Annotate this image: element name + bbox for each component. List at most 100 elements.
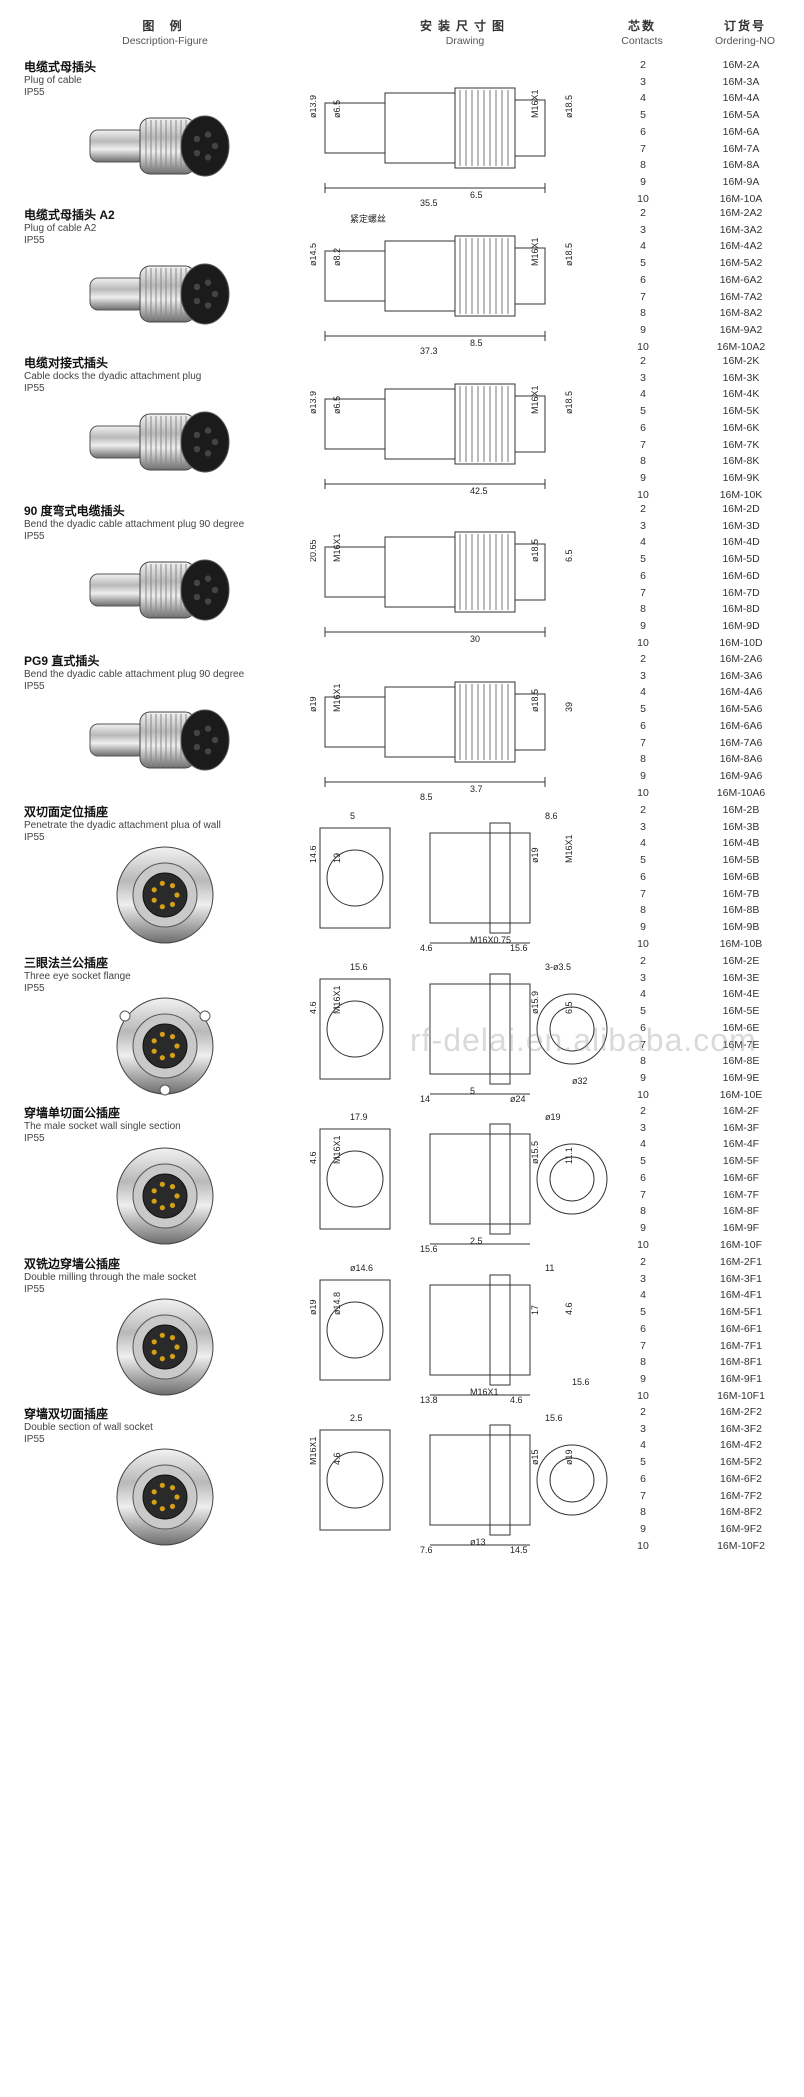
plug-body: [89, 277, 146, 311]
dimension-label: 4.6: [310, 1151, 318, 1164]
ordering-number: 16M-9F: [722, 1221, 760, 1234]
ordering-number: 16M-8F1: [719, 1356, 762, 1369]
ordering-number: 16M-6D: [722, 569, 760, 582]
ordering-number: 16M-10D: [719, 636, 763, 649]
drawing-header-zh: 安装尺寸图: [419, 19, 510, 33]
ordering-number: 16M-2A2: [719, 207, 763, 219]
section-description: Bend the dyadic cable attachment plug 90…: [24, 669, 245, 680]
contacts-count: 10: [637, 488, 649, 501]
ordering-number: 16M-4A2: [719, 240, 763, 253]
ip-rating: IP55: [24, 681, 45, 692]
connector-photo: [116, 997, 214, 1096]
ordering-number: 16M-2B: [722, 804, 760, 816]
dimension-label: ø32: [572, 1076, 588, 1086]
contacts-count: 3: [640, 371, 646, 384]
ip-rating: IP55: [24, 1133, 45, 1144]
contacts-count: 10: [637, 937, 649, 950]
dimension-label: 5: [470, 1086, 475, 1096]
contacts-count: 10: [637, 1389, 649, 1402]
contacts-count: 3: [640, 75, 646, 88]
ordering-number: 16M-8B: [722, 904, 760, 917]
ordering-number: 16M-5A2: [719, 257, 763, 270]
contacts-count: 5: [640, 854, 646, 867]
ordering-number: 16M-8A: [722, 159, 760, 172]
contacts-count: 6: [640, 1322, 646, 1335]
dimension-label: ø24: [510, 1094, 526, 1104]
dimension-label: 15.6: [350, 962, 368, 972]
ordering-number: 16M-7D: [722, 586, 760, 599]
dimension-label: 14.6: [310, 845, 318, 863]
contacts-count: 9: [640, 471, 646, 484]
ordering-number: 16M-9D: [722, 619, 760, 632]
ordering-number: 16M-10K: [719, 488, 763, 501]
contacts-count: 2: [640, 955, 646, 967]
table-row: 2 16M-2A2: [608, 202, 804, 224]
contacts-count: 7: [640, 1188, 646, 1201]
ordering-number: 16M-3A6: [719, 669, 763, 682]
contacts-count: 8: [640, 603, 646, 616]
ordering-number: 16M-6E: [722, 1021, 760, 1034]
figure-header-zh: 图 例: [142, 19, 188, 33]
ordering-number: 16M-4E: [722, 988, 760, 1001]
contacts-count: 6: [640, 1472, 646, 1485]
contacts-count: 10: [637, 1088, 649, 1101]
dimension-label: 15.6: [572, 1377, 590, 1387]
table-header: 图 例 Description-Figure 安装尺寸图 Drawing 芯数 …: [0, 0, 804, 58]
ip-rating: IP55: [24, 1434, 45, 1445]
ordering-number: 16M-8K: [722, 455, 760, 468]
section-title: 电缆对接式插头: [24, 356, 109, 370]
plug-body: [89, 129, 146, 163]
dimension-label: 19: [332, 853, 342, 863]
ordering-number: 16M-2A: [722, 59, 760, 71]
ordering-number: 16M-10A6: [716, 786, 766, 799]
ip-rating: IP55: [24, 1284, 45, 1295]
section-title: 电缆式母插头 A2: [24, 208, 115, 222]
dimension-label: 紧定螺丝: [350, 213, 386, 224]
contacts-header-zh: 芯数: [627, 19, 656, 33]
ordering-number: 16M-3D: [722, 519, 760, 532]
contacts-count: 10: [637, 786, 649, 799]
contacts-count: 2: [640, 207, 646, 219]
contacts-count: 5: [640, 1155, 646, 1168]
contacts-count: 5: [640, 1456, 646, 1469]
dimension-label: 6.5: [564, 1001, 574, 1014]
ordering-header-zh: 订货号: [723, 19, 766, 33]
contacts-count: 2: [640, 1105, 646, 1117]
drawing-column-header: 安装尺寸图 Drawing: [390, 18, 540, 48]
figure-column-header: 图 例 Description-Figure: [80, 18, 250, 48]
connector-photo: [89, 411, 230, 473]
contacts-count: 3: [640, 669, 646, 682]
contacts-count: 4: [640, 1289, 646, 1302]
section-description: Double milling through the male socket: [24, 1272, 197, 1283]
ip-rating: IP55: [24, 87, 45, 98]
contacts-count: 6: [640, 273, 646, 286]
dimension-label: 6.5: [470, 190, 483, 200]
section-description: The male socket wall single section: [24, 1121, 181, 1132]
contacts-count: 9: [640, 1071, 646, 1084]
ordering-number: 16M-7E: [722, 1038, 760, 1051]
contacts-count: 10: [637, 192, 649, 205]
plug-body: [89, 425, 146, 459]
dimension-label: 17: [530, 1305, 540, 1315]
ordering-number: 16M-5D: [722, 553, 760, 566]
table-row: 10 16M-10A6: [608, 782, 804, 804]
